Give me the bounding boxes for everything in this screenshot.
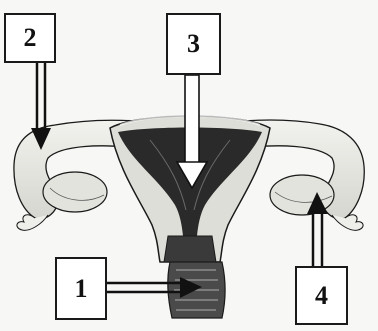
label-box-3: 3: [166, 13, 221, 75]
left-fimbria: [17, 215, 48, 231]
label-box-2: 2: [4, 13, 56, 63]
label-box-1: 1: [55, 257, 107, 320]
left-ovary: [43, 172, 107, 212]
label-box-4: 4: [295, 266, 348, 325]
right-fimbria: [332, 215, 363, 231]
cervix: [164, 236, 216, 262]
